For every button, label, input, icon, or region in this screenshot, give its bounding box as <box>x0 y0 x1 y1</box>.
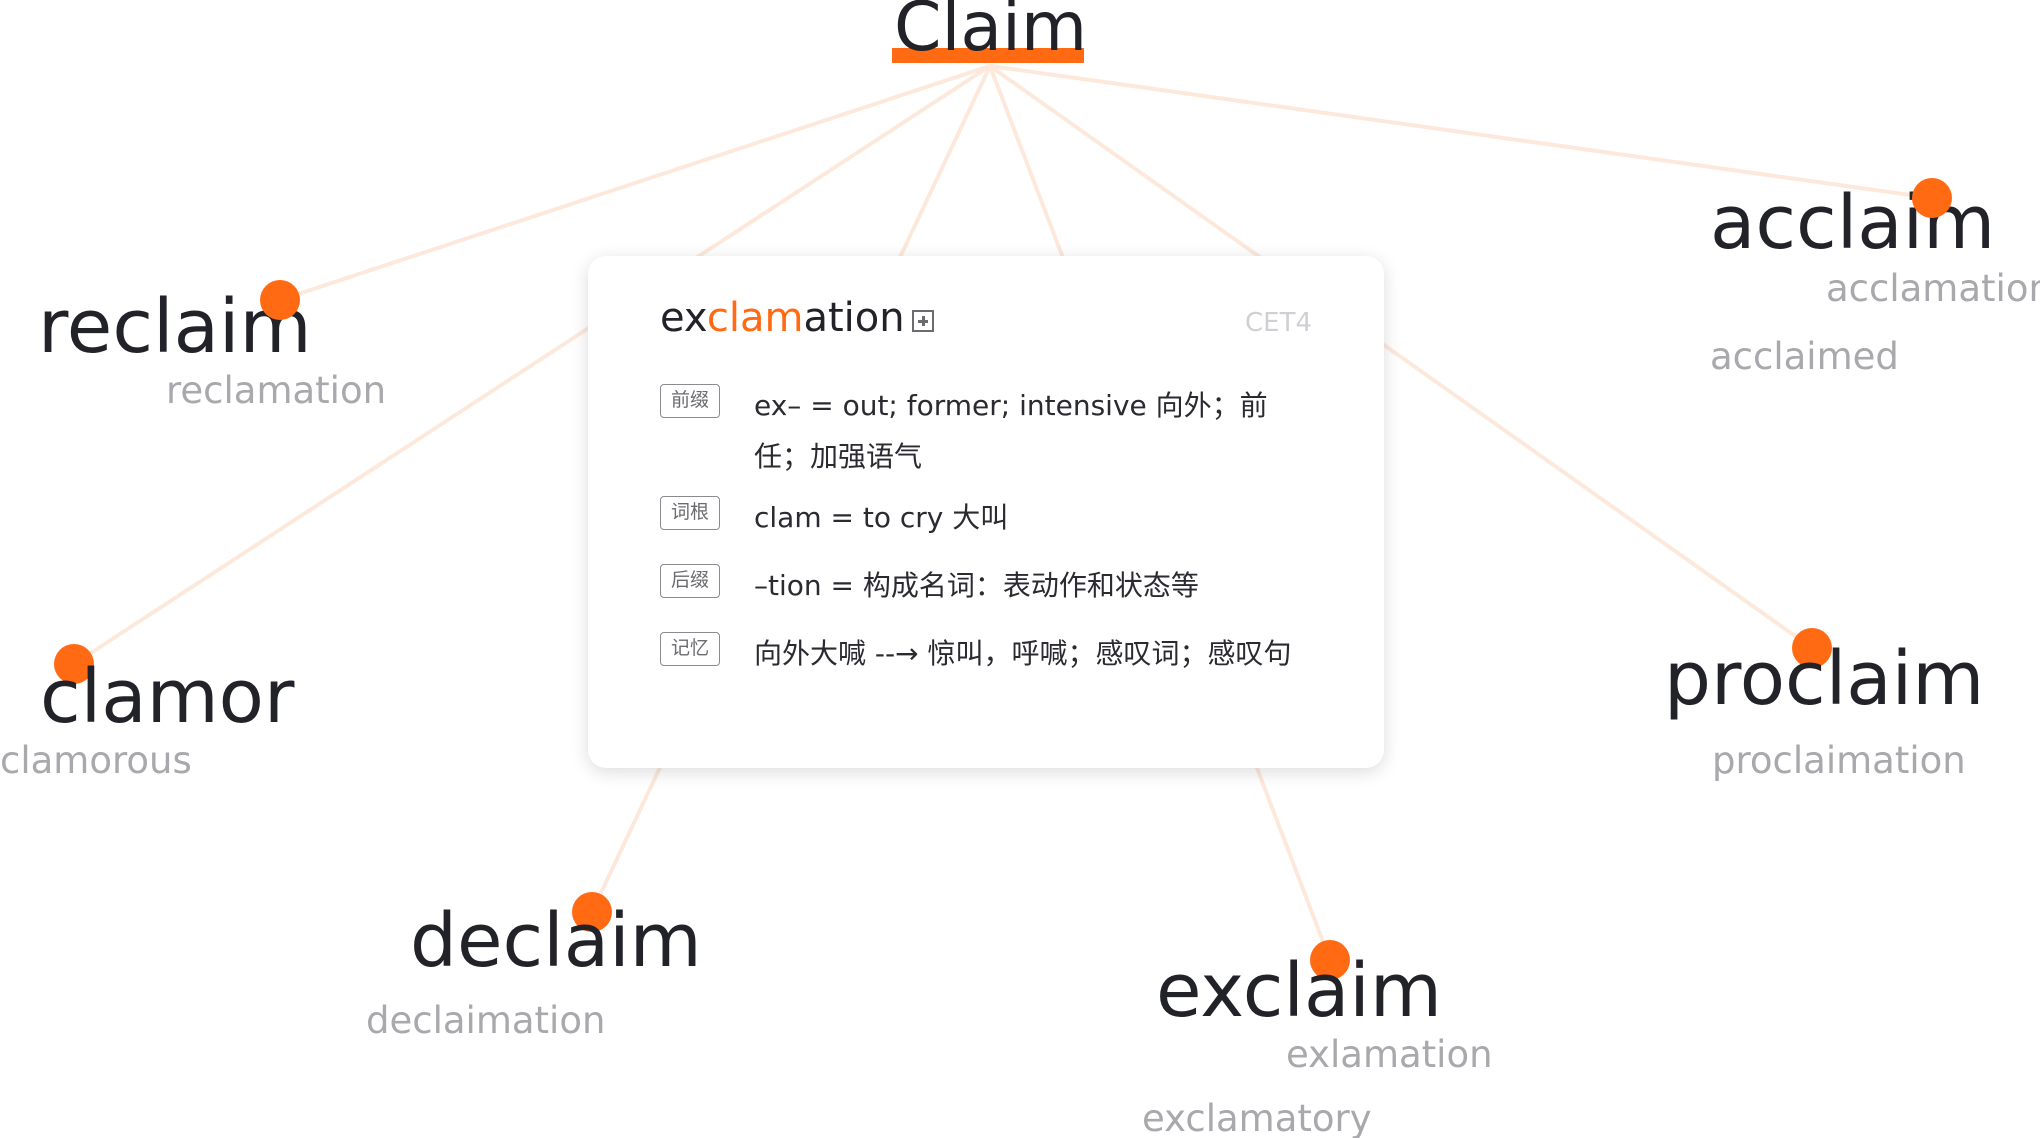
branch-node-dot <box>54 644 94 684</box>
row-text: 向外大喊 --→ 惊叫，呼喊；感叹词；感叹句 <box>754 637 1292 670</box>
branch-node-dot <box>260 280 300 320</box>
derivative-reclamation[interactable]: reclamation <box>166 369 387 412</box>
derivative-acclamation[interactable]: acclamation <box>1826 267 2040 310</box>
word-detail-card: exclamation CET4 前缀 ex– = out; former; i… <box>588 256 1384 768</box>
card-word: exclamation <box>660 298 905 338</box>
row-text: ex– = out; former; intensive 向外；前任；加强语气 <box>754 389 1268 473</box>
branch-node-dot <box>1912 178 1952 218</box>
row-text: –tion = 构成名词：表动作和状态等 <box>754 569 1199 602</box>
derivative-exclamatory[interactable]: exclamatory <box>1142 1097 1372 1138</box>
row-tag: 前缀 <box>660 384 720 418</box>
link-reclaim <box>279 64 991 302</box>
card-word-prefix: ex <box>660 295 707 341</box>
derivative-acclaimed[interactable]: acclaimed <box>1710 335 1899 378</box>
branch-word-exclaim[interactable]: exclaim <box>1156 948 1442 1034</box>
branch-word-clamor[interactable]: clamor <box>40 654 295 740</box>
link-proclaim <box>988 64 1814 650</box>
derivative-clamorous[interactable]: clamorous <box>0 739 192 782</box>
row-tag: 记忆 <box>660 632 720 666</box>
derivative-exlamation[interactable]: exlamation <box>1286 1033 1493 1076</box>
derivative-proclaimation[interactable]: proclaimation <box>1712 739 1966 782</box>
plus-square-icon[interactable] <box>912 310 934 332</box>
branch-node-dot <box>1310 940 1350 980</box>
branch-node-dot <box>572 892 612 932</box>
branch-word-declaim[interactable]: declaim <box>410 898 702 984</box>
root-underline <box>892 48 1084 63</box>
link-clamor <box>72 64 992 666</box>
root-word[interactable]: Claim <box>894 0 1088 67</box>
card-word-root: clam <box>706 295 804 341</box>
card-word-suffix: ation <box>803 295 905 341</box>
level-badge: CET4 <box>1244 308 1312 338</box>
row-text: clam = to cry 大叫 <box>754 501 1009 534</box>
link-acclaim <box>989 64 1933 200</box>
branch-word-acclaim[interactable]: acclaim <box>1710 180 1996 266</box>
derivative-declaimation[interactable]: declaimation <box>366 999 606 1042</box>
row-tag: 词根 <box>660 496 720 530</box>
row-tag: 后缀 <box>660 564 720 598</box>
branch-word-proclaim[interactable]: proclaim <box>1664 636 1985 722</box>
branch-node-dot <box>1792 628 1832 668</box>
